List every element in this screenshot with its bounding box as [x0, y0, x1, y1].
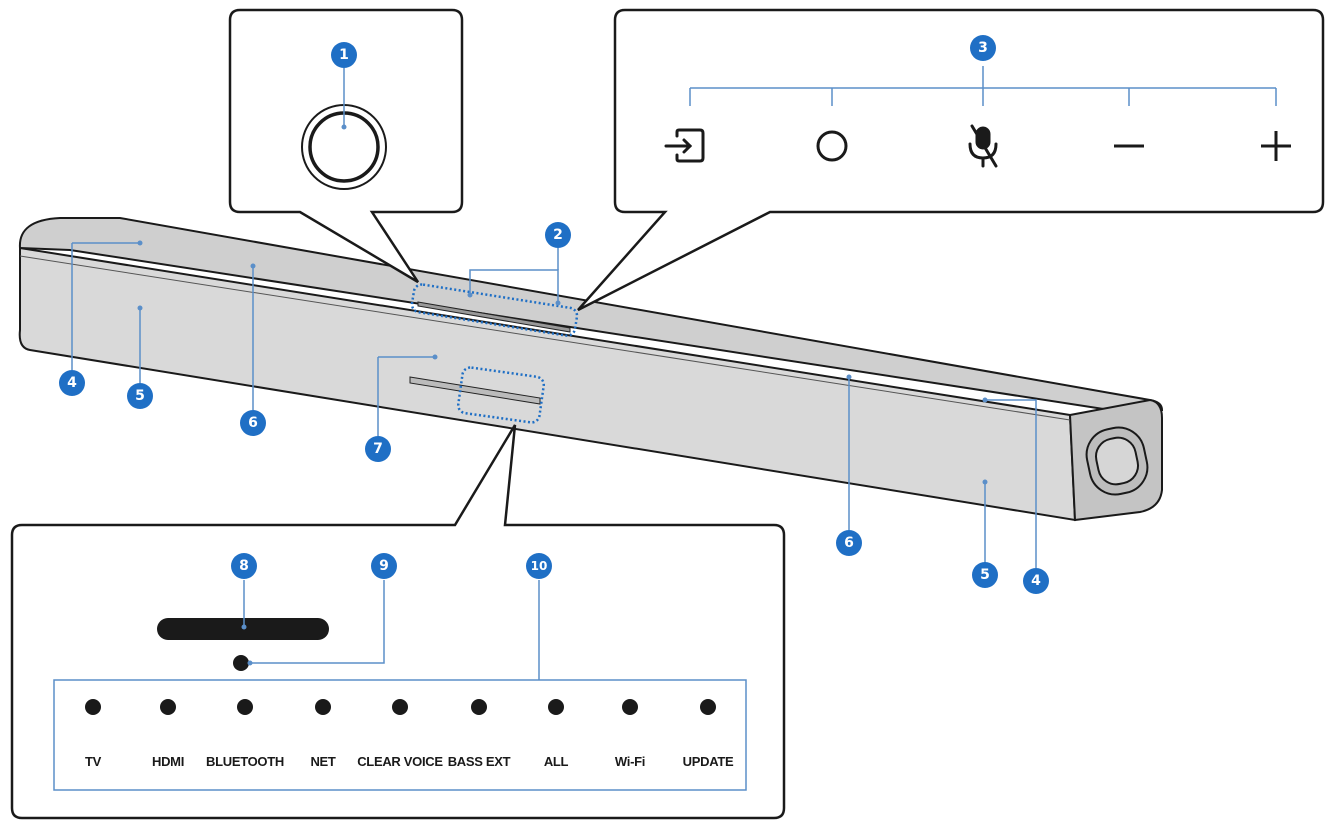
- indicator-label-update: UPDATE: [683, 754, 734, 769]
- svg-text:6: 6: [248, 415, 258, 431]
- indicator-label-tv: TV: [85, 754, 102, 769]
- svg-text:4: 4: [67, 375, 77, 391]
- sensor: [233, 655, 249, 671]
- touch-panel-highlight: [410, 283, 579, 337]
- leader-lines: [71, 242, 1037, 568]
- indicator-led-hdmi: [160, 699, 176, 715]
- callout-1: 1: [331, 42, 357, 68]
- svg-text:6: 6: [844, 535, 854, 551]
- volume-up-icon: [1261, 131, 1291, 161]
- callout-5-right: 5: [972, 562, 998, 588]
- svg-text:2: 2: [553, 227, 563, 243]
- callout-7: 7: [365, 436, 391, 462]
- indicator-led-wi-fi: [622, 699, 638, 715]
- callout-4-left: 4: [59, 370, 85, 396]
- indicator-group: TV HDMI BLUETOOTH NET CLEAR VOICE BASS EXT ALL…: [85, 699, 734, 769]
- end-port: [1085, 426, 1149, 496]
- callout-2: 2: [545, 222, 571, 248]
- svg-text:5: 5: [980, 567, 990, 583]
- indicator-led-net: [315, 699, 331, 715]
- indicator-panel: [53, 679, 747, 791]
- callout-4-right: 4: [1023, 568, 1049, 594]
- soundbar-front-face: [18, 246, 1077, 522]
- indicator-led-all: [548, 699, 564, 715]
- svg-text:10: 10: [531, 559, 548, 573]
- soundbar-body: [18, 217, 1164, 522]
- callout-9: 9: [371, 553, 397, 579]
- front-display-slot: [409, 376, 541, 405]
- indicator-led-bluetooth: [237, 699, 253, 715]
- svg-text:1: 1: [339, 47, 349, 63]
- display-highlight: [456, 366, 546, 424]
- svg-text:7: 7: [373, 441, 383, 457]
- indicator-led-bass-ext: [471, 699, 487, 715]
- indicator-led-update: [700, 699, 716, 715]
- indicator-label-bluetooth: BLUETOOTH: [206, 754, 284, 769]
- callout-5-left: 5: [127, 383, 153, 409]
- svg-text:8: 8: [239, 558, 249, 574]
- svg-text:4: 4: [1031, 573, 1041, 589]
- front-display-detail: TV HDMI BLUETOOTH NET CLEAR VOICE BASS EXT ALL…: [10, 424, 786, 820]
- indicator-label-hdmi: HDMI: [152, 754, 184, 769]
- indicator-led-clear-voice: [392, 699, 408, 715]
- svg-text:3: 3: [978, 40, 988, 56]
- input-icon: [664, 128, 705, 163]
- callout-6-right: 6: [836, 530, 862, 556]
- svg-text:9: 9: [379, 558, 389, 574]
- indicator-label-all: ALL: [544, 754, 569, 769]
- indicator-label-bass-ext: BASS EXT: [448, 754, 511, 769]
- svg-text:5: 5: [135, 388, 145, 404]
- mic-mute-icon: [968, 124, 998, 168]
- power-button-detail: [228, 8, 464, 284]
- callout-3: 3: [970, 35, 996, 61]
- indicator-label-clear-voice: CLEAR VOICE: [357, 754, 443, 769]
- callout-8: 8: [231, 553, 257, 579]
- power-icon: [816, 130, 848, 162]
- indicator-label-wi-fi: Wi-Fi: [615, 754, 645, 769]
- indicator-label-net: NET: [310, 754, 335, 769]
- callout-6-left: 6: [240, 410, 266, 436]
- indicator-led-tv: [85, 699, 101, 715]
- top-touch-strip: [417, 301, 571, 333]
- callout-10: 10: [526, 553, 552, 579]
- top-controls-detail: [577, 8, 1325, 312]
